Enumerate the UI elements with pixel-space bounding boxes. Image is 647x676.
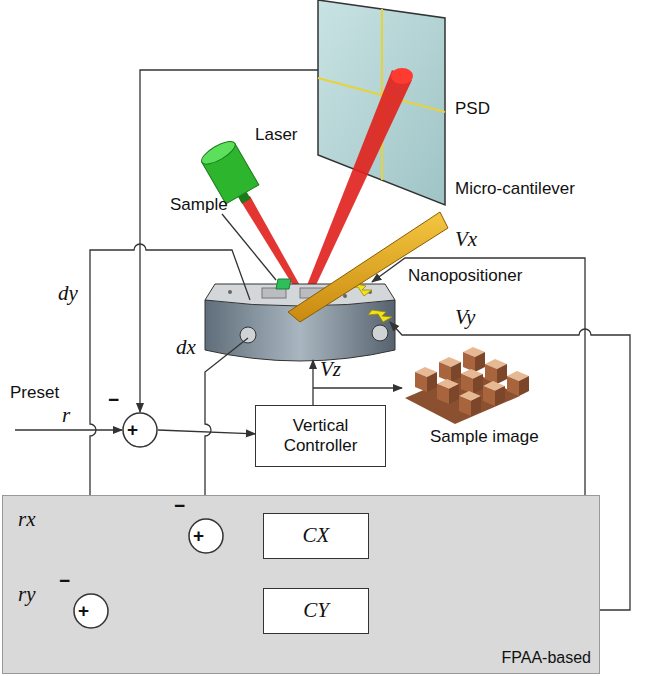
plus-sign: + bbox=[193, 526, 204, 545]
cube-feature bbox=[485, 359, 507, 384]
controller-box: CX bbox=[263, 513, 369, 559]
cube-feature bbox=[463, 347, 485, 372]
controller-box: Vertical Controller bbox=[255, 405, 386, 467]
minus-sign: − bbox=[174, 496, 185, 515]
signal-name: Vz bbox=[320, 358, 341, 381]
fpaa-region: FPAA-based+−CX+−CY bbox=[2, 495, 600, 674]
signal-name: dx bbox=[176, 336, 196, 359]
box-text: CY bbox=[303, 598, 329, 623]
box-text: Vertical Controller bbox=[256, 416, 385, 457]
summing-junction: +− bbox=[122, 412, 158, 448]
signal-connector bbox=[158, 430, 255, 434]
controller-box: CY bbox=[263, 588, 369, 634]
cube-feature bbox=[483, 381, 505, 406]
cube-feature bbox=[507, 371, 529, 396]
part-name: Sample bbox=[170, 196, 228, 215]
signal-name: dy bbox=[58, 282, 78, 305]
box-text: CX bbox=[303, 523, 330, 548]
region-label: FPAA-based bbox=[501, 649, 591, 667]
cube-feature bbox=[461, 369, 483, 394]
part-name: Sample image bbox=[430, 428, 539, 447]
minus-sign: − bbox=[108, 390, 119, 409]
minus-sign: − bbox=[59, 571, 70, 590]
cube-feature bbox=[437, 379, 459, 404]
part-name: Preset bbox=[10, 384, 59, 403]
signal-name: r bbox=[62, 404, 70, 427]
signal-name: rx bbox=[18, 508, 36, 531]
signal-name: Vy bbox=[455, 306, 475, 329]
signal-name: ry bbox=[18, 583, 36, 606]
cube-feature bbox=[459, 391, 481, 416]
summing-junction: +− bbox=[188, 518, 224, 554]
part-name: Micro-cantilever bbox=[455, 180, 575, 199]
part-name: PSD bbox=[455, 100, 490, 119]
signal-name: Vx bbox=[455, 228, 477, 251]
plus-sign: + bbox=[127, 420, 138, 439]
plus-sign: + bbox=[78, 601, 89, 620]
part-name: Nanopositioner bbox=[408, 267, 522, 286]
summing-junction: +− bbox=[73, 593, 109, 629]
cube-feature bbox=[439, 357, 461, 382]
part-name: Laser bbox=[255, 126, 298, 145]
cube-feature bbox=[415, 367, 437, 392]
